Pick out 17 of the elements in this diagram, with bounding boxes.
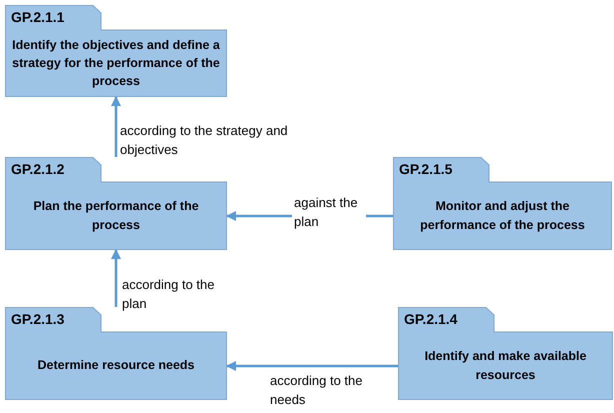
- box-heading: GP.2.1.4: [404, 311, 458, 327]
- box-text: Identify the objectives and define a strategy for the performance of the process: [11, 36, 221, 90]
- arrow: [111, 249, 121, 307]
- box-heading: GP.2.1.1: [11, 9, 64, 25]
- box-heading: GP.2.1.2: [11, 161, 64, 177]
- box-text: Determine resource needs: [37, 357, 194, 374]
- process-box: [393, 157, 612, 250]
- process-box: [398, 307, 613, 400]
- process-box: [5, 5, 227, 97]
- box-heading: GP.2.1.3: [11, 311, 64, 327]
- box-text: Plan the performance of the process: [32, 198, 200, 234]
- arrow: [226, 361, 398, 371]
- box-text: Identify and make available resources: [424, 348, 588, 384]
- box-text: Monitor and adjust the performance of the process: [419, 198, 586, 234]
- arrow: [111, 96, 121, 157]
- box-heading: GP.2.1.5: [399, 161, 452, 177]
- process-box: [5, 157, 227, 250]
